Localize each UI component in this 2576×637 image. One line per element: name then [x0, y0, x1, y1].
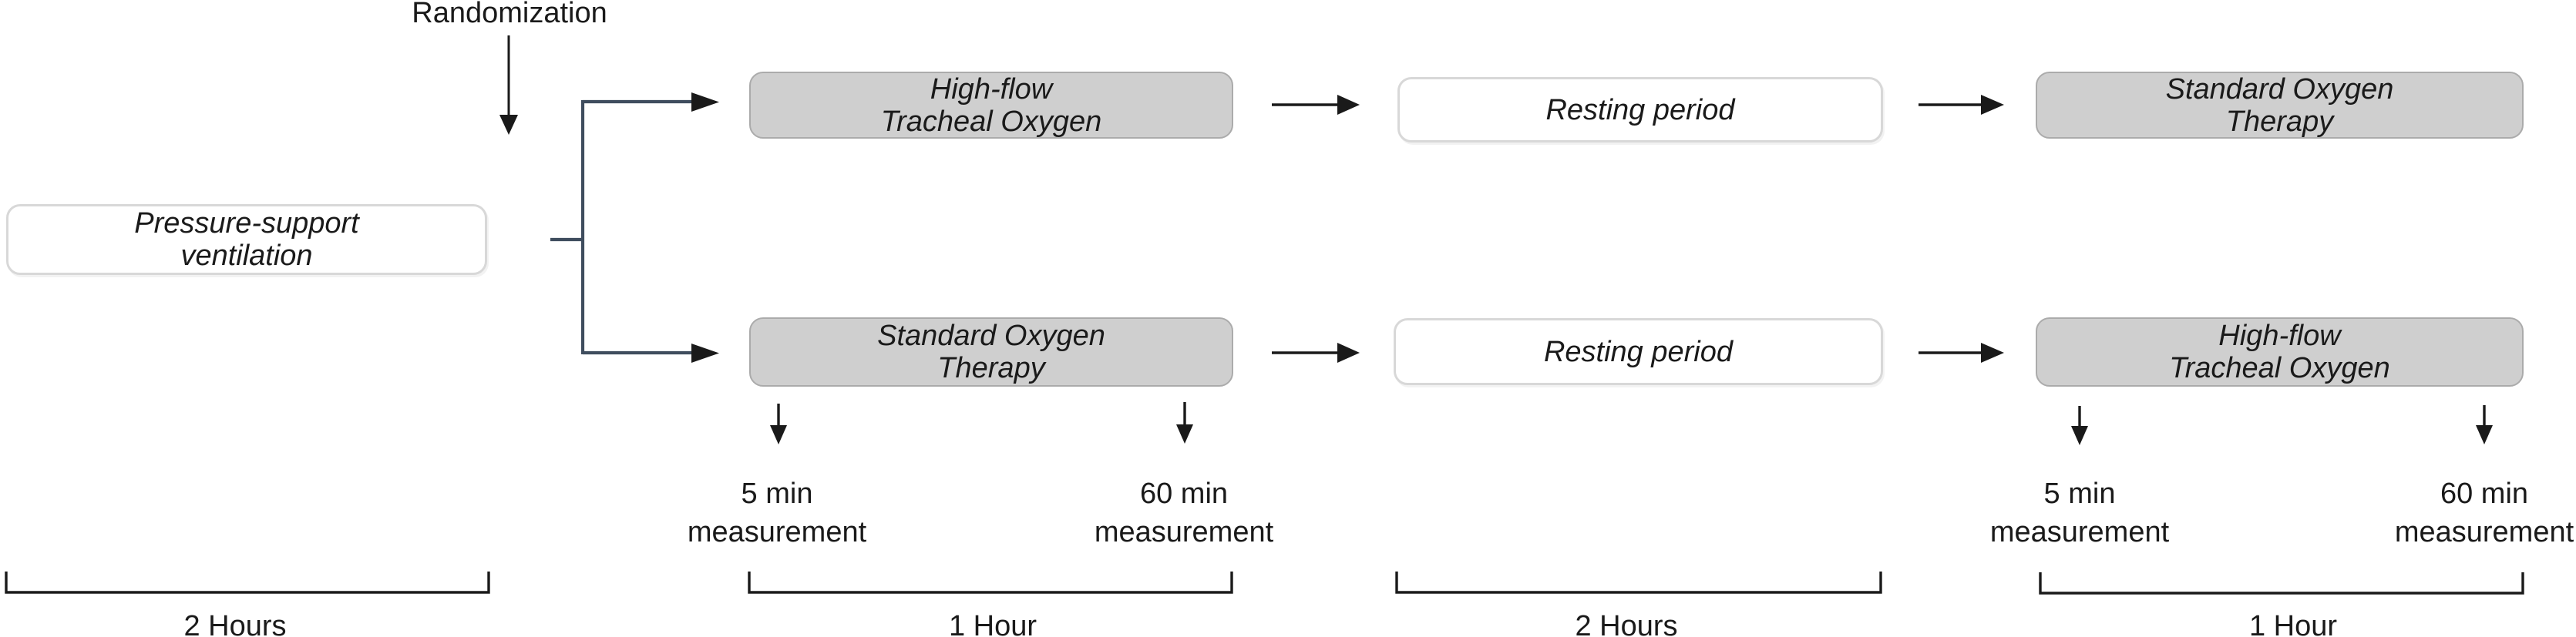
duration-label: 1 Hour	[2248, 610, 2338, 637]
measurement-arrow-down-icon	[2071, 406, 2088, 445]
duration-bracket	[5, 572, 490, 594]
box-high-flow-tracheal-oxygen: High-flow Tracheal Oxygen	[749, 72, 1233, 139]
branch-connector	[550, 92, 719, 363]
arrow-right-icon	[1272, 95, 1360, 115]
duration-bracket	[748, 572, 1233, 594]
measurement-label: 5 min measurement	[687, 478, 867, 548]
measurement-label: 60 min measurement	[1094, 478, 1274, 548]
box-resting-period: Resting period	[1394, 318, 1883, 385]
measurement-arrow-down-icon	[2476, 405, 2493, 444]
measurement-arrow-down-icon	[1176, 402, 1193, 444]
measurement-label: 60 min measurement	[2394, 478, 2574, 548]
box-high-flow-tracheal-oxygen: High-flow Tracheal Oxygen	[2036, 317, 2524, 387]
arrow-right-icon	[1919, 343, 2004, 363]
randomization-label: Randomization	[412, 0, 607, 29]
duration-bracket	[1395, 572, 1882, 594]
arrow-right-icon	[1919, 95, 2004, 115]
box-pressure-support-ventilation: Pressure-support ventilation	[6, 204, 487, 275]
arrow-right-icon	[1272, 343, 1360, 363]
randomization-arrow-down-icon	[499, 35, 518, 135]
box-standard-oxygen-therapy: Standard Oxygen Therapy	[2036, 72, 2524, 139]
box-resting-period: Resting period	[1397, 77, 1883, 142]
duration-label: 2 Hours	[183, 610, 287, 637]
duration-label: 2 Hours	[1575, 610, 1678, 637]
duration-bracket	[2039, 572, 2524, 595]
box-standard-oxygen-therapy: Standard Oxygen Therapy	[749, 317, 1233, 387]
measurement-arrow-down-icon	[770, 404, 787, 444]
duration-label: 1 Hour	[948, 610, 1037, 637]
measurement-label: 5 min measurement	[1989, 478, 2170, 548]
